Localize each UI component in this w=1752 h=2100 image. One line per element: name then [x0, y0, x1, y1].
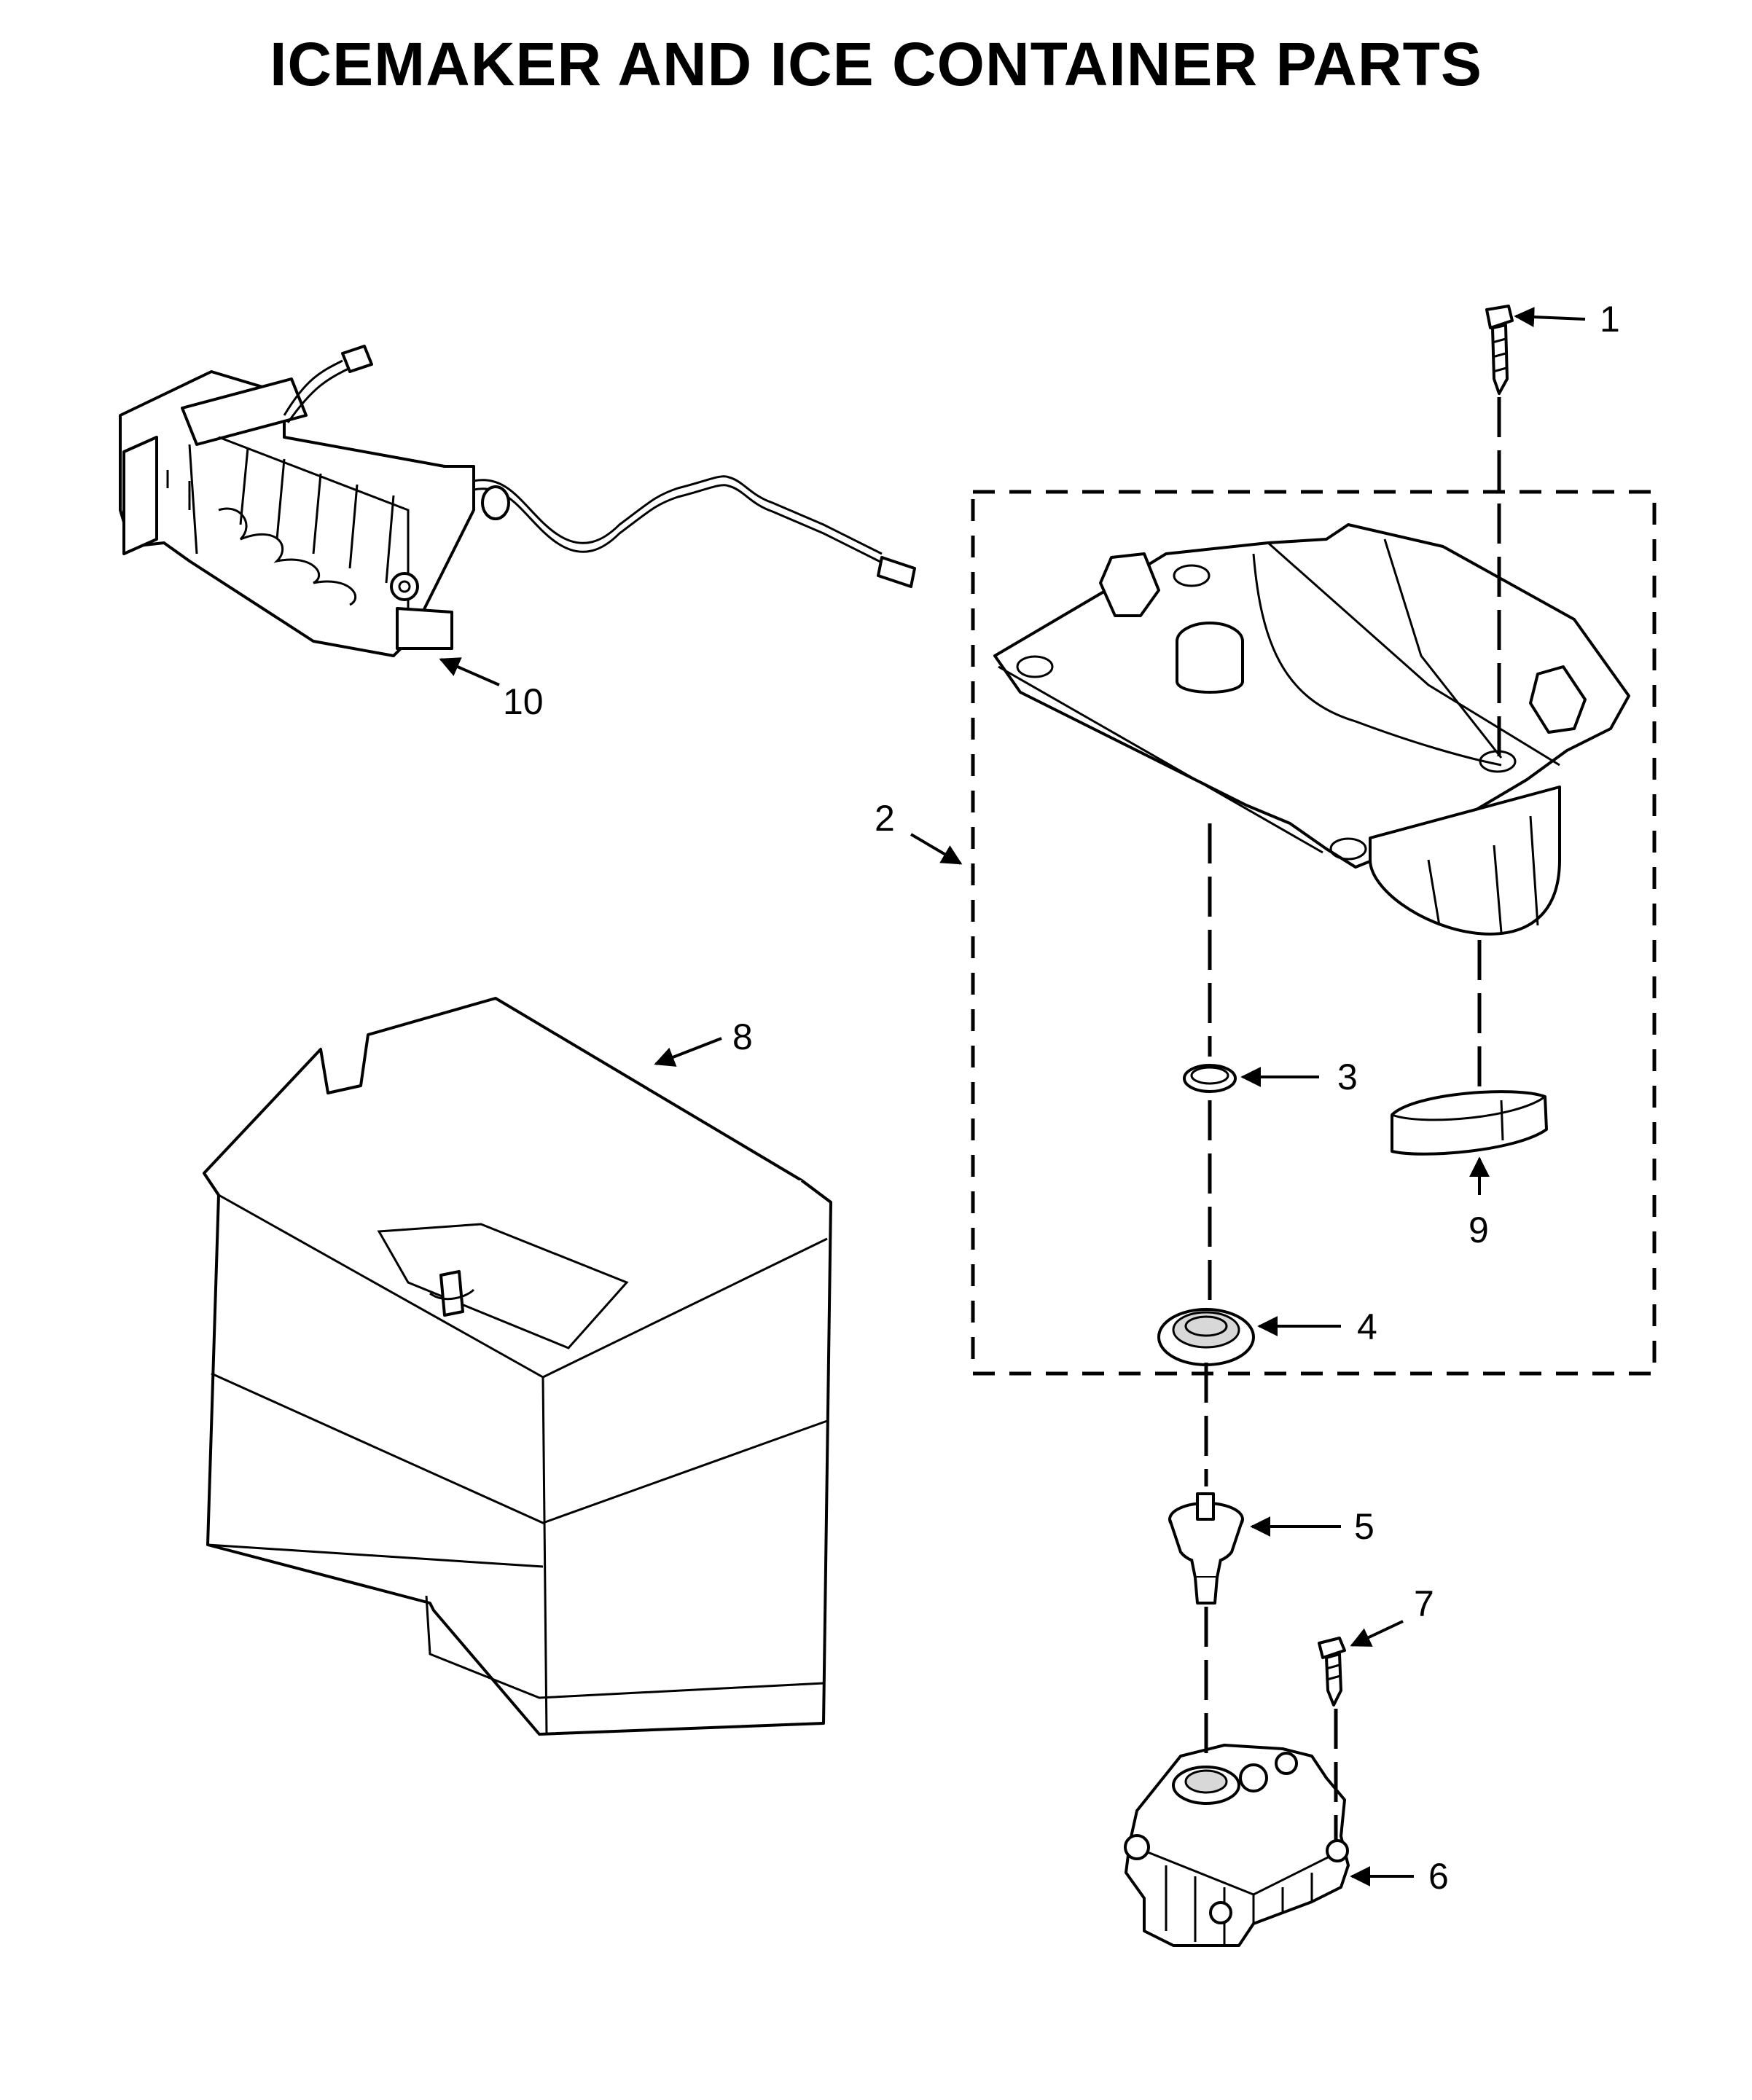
leader-10: [439, 657, 500, 686]
coupler-part-5[interactable]: [1168, 1492, 1244, 1605]
callout-6: 6: [1428, 1856, 1449, 1897]
icemaker-assembly[interactable]: [119, 345, 916, 657]
callout-4: 4: [1357, 1306, 1377, 1347]
screw-part-1[interactable]: [1485, 305, 1514, 395]
leader-8: [654, 1037, 722, 1067]
kit-boundary: [971, 490, 1657, 1376]
callout-7: 7: [1414, 1583, 1434, 1624]
auger-motor-part-6[interactable]: [1124, 1744, 1350, 1947]
callout-2: 2: [875, 798, 895, 839]
callout-10: 10: [503, 681, 544, 722]
band-part-9[interactable]: [1391, 1090, 1548, 1156]
ring-part-3[interactable]: [1183, 1064, 1237, 1093]
dispenser-housing[interactable]: [993, 523, 1630, 936]
leader-1: [1514, 307, 1586, 328]
ice-container[interactable]: [203, 997, 832, 1736]
callout-1: 1: [1600, 299, 1620, 340]
leader-7: [1350, 1620, 1404, 1647]
leader-2: [910, 833, 963, 865]
screw-part-7[interactable]: [1318, 1637, 1346, 1707]
callout-3: 3: [1337, 1057, 1358, 1097]
callout-9: 9: [1469, 1210, 1489, 1250]
page-title: ICEMAKER AND ICE CONTAINER PARTS: [270, 30, 1482, 98]
callout-8: 8: [732, 1016, 753, 1057]
callout-5: 5: [1354, 1506, 1374, 1547]
bearing-part-4[interactable]: [1157, 1308, 1255, 1366]
